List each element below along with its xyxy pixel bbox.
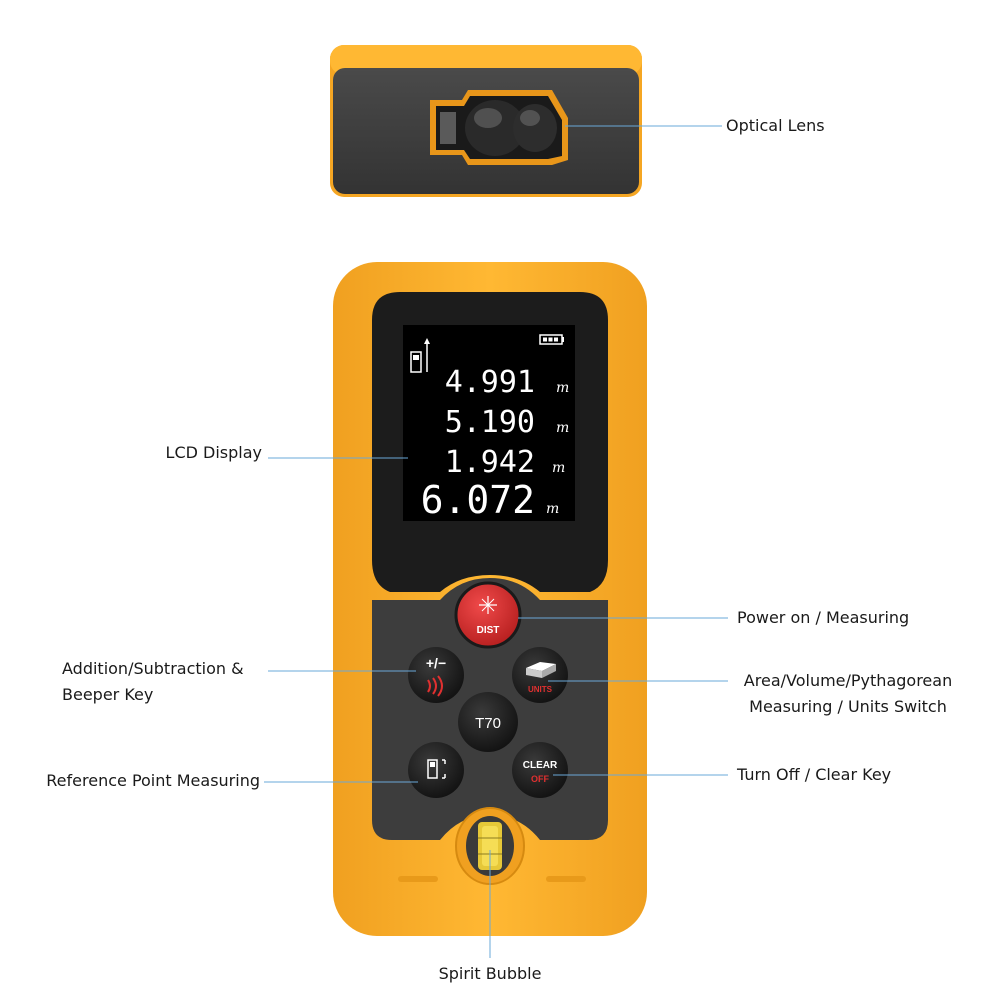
- reference-point-icon: [427, 759, 446, 779]
- reference-point-button[interactable]: [408, 742, 464, 798]
- label-area-line2: Measuring / Units Switch: [749, 697, 947, 716]
- lcd-reading-1: 4.991: [445, 365, 535, 400]
- grip-right: [546, 876, 586, 882]
- spirit-bubble: [455, 807, 525, 885]
- lcd-reading-2: 5.190: [445, 405, 535, 440]
- plus-minus-label: +/−: [426, 655, 446, 671]
- battery-icon: [539, 334, 564, 345]
- lcd-reading-3: 1.942: [445, 445, 535, 480]
- reference-mode-icon: [410, 338, 430, 373]
- label-addition-line1: Addition/Subtraction &: [62, 659, 244, 678]
- clear-label: CLEAR: [523, 760, 558, 771]
- label-addition-line2: Beeper Key: [62, 685, 154, 704]
- t70-button[interactable]: T70: [458, 692, 518, 752]
- label-addition-subtraction: Addition/Subtraction & Beeper Key: [62, 656, 244, 708]
- off-label: OFF: [531, 774, 549, 784]
- dist-button[interactable]: DIST: [454, 581, 522, 649]
- grip-left: [398, 876, 438, 882]
- label-spirit-bubble: Spirit Bubble: [438, 964, 542, 983]
- label-turn-off: Turn Off / Clear Key: [737, 765, 892, 784]
- area-volume-icon: [526, 662, 556, 678]
- plus-minus-button[interactable]: +/−: [408, 647, 464, 703]
- lcd-unit-4: m: [546, 501, 559, 517]
- lens-glare-right: [520, 110, 540, 126]
- beeper-icon: [427, 675, 443, 697]
- label-lcd-display: LCD Display: [165, 443, 262, 462]
- model-label: T70: [475, 715, 501, 732]
- label-area-volume: Area/Volume/Pythagorean Measuring / Unit…: [733, 668, 963, 720]
- label-reference-point: Reference Point Measuring: [46, 771, 260, 790]
- lcd-unit-3: m: [552, 460, 565, 476]
- label-power-measuring: Power on / Measuring: [737, 608, 910, 627]
- clear-off-button[interactable]: CLEAR OFF: [512, 742, 568, 798]
- units-label: UNITS: [528, 685, 553, 694]
- lcd-unit-1: m: [556, 380, 569, 396]
- dist-label: DIST: [477, 625, 500, 636]
- lcd-reading-4: 6.072: [421, 478, 535, 522]
- leader-lines: [264, 125, 728, 958]
- label-optical-lens: Optical Lens: [726, 116, 825, 135]
- top-view-highlight: [330, 45, 642, 75]
- lcd-screen: [403, 325, 575, 521]
- laser-icon: [479, 596, 497, 614]
- units-button[interactable]: UNITS: [512, 647, 568, 703]
- label-area-line1: Area/Volume/Pythagorean: [743, 671, 953, 690]
- front-view: 4.991 m 5.190 m 1.942 m 6.072 m DIST +/−: [333, 262, 647, 936]
- lcd-unit-2: m: [556, 420, 569, 436]
- top-view: [330, 45, 642, 197]
- lens-sensor: [440, 112, 456, 144]
- lens-glare-left: [474, 108, 502, 128]
